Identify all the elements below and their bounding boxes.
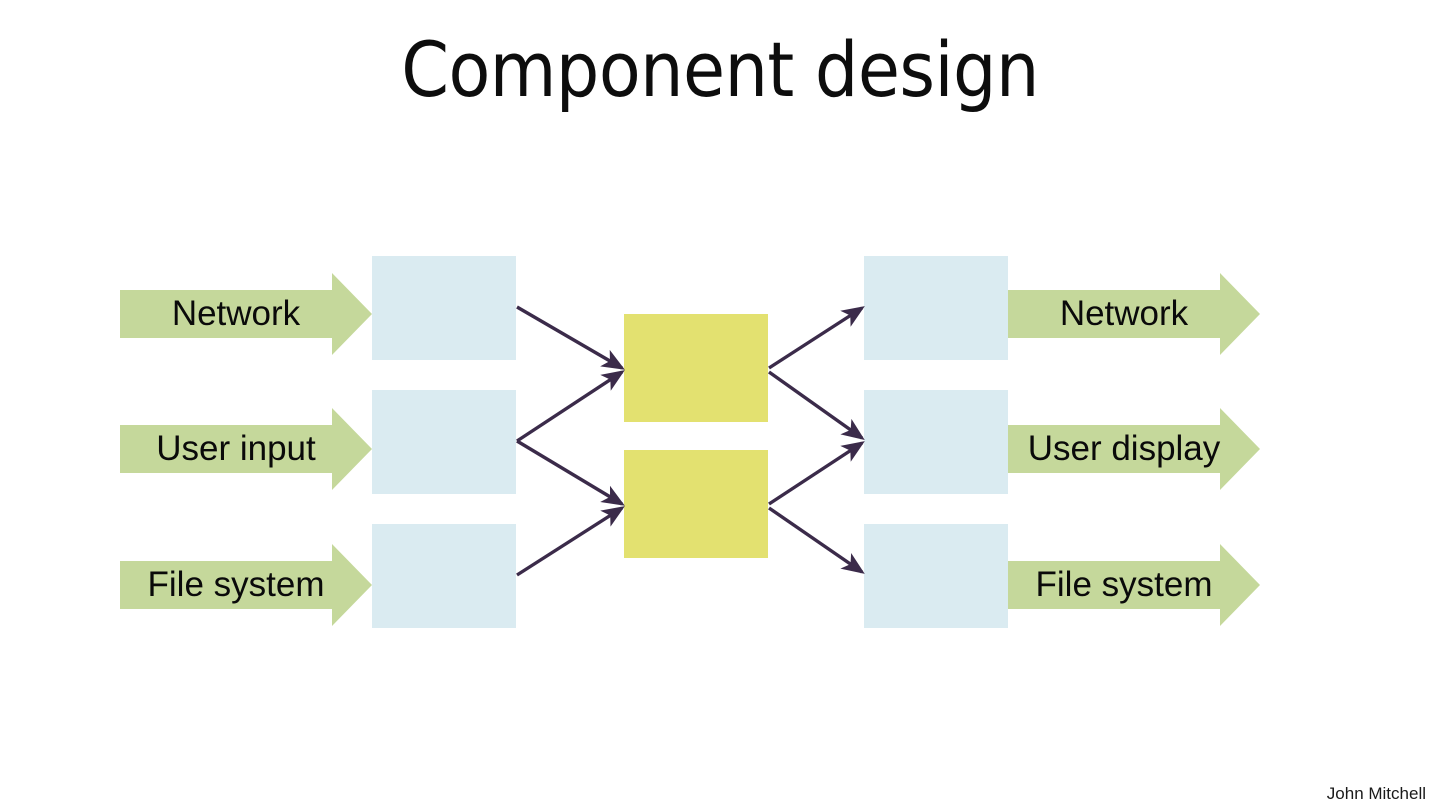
input-component-box-3[interactable] [372, 524, 516, 628]
input-arrow-user-input [120, 408, 372, 490]
output-arrow-label-file-system: File system [1035, 565, 1213, 604]
connector-core1-to-out1 [768, 306, 865, 370]
output-arrow-label-user-display: User display [1027, 429, 1221, 468]
connector-in1-to-core1 [516, 305, 625, 370]
page-title: Component design [401, 25, 1039, 114]
output-arrow-user-display [1008, 408, 1260, 490]
input-arrow-label-network: Network [171, 294, 301, 333]
input-arrow-file-system-shape [120, 544, 372, 626]
input-arrow-network [120, 273, 372, 355]
output-arrow-label-network: Network [1059, 294, 1189, 333]
input-arrow-label-user-input: User input [156, 429, 316, 468]
connector-core2-to-out2 [768, 441, 865, 506]
output-arrow-user-display-shape [1008, 408, 1260, 490]
connector-in2-to-core2 [516, 439, 625, 506]
output-arrow-file-system-shape [1008, 544, 1260, 626]
input-component-box-2[interactable] [372, 390, 516, 494]
output-component-box-2[interactable] [864, 390, 1008, 494]
input-component-box-1[interactable] [372, 256, 516, 360]
output-component-box-3[interactable] [864, 524, 1008, 628]
input-arrow-user-input-shape [120, 408, 372, 490]
output-arrow-network [1008, 273, 1260, 355]
output-arrow-file-system [1008, 544, 1260, 626]
connector-core2-to-out3 [768, 506, 865, 574]
core-component-box-2[interactable] [624, 450, 768, 558]
output-component-box-1[interactable] [864, 256, 1008, 360]
input-arrow-label-file-system: File system [147, 565, 325, 604]
input-arrow-file-system [120, 544, 372, 626]
connector-core1-to-out2 [768, 370, 865, 440]
connector-in2-to-core1 [516, 370, 625, 443]
attribution-text: John Mitchell [1326, 784, 1426, 803]
core-component-box-1[interactable] [624, 314, 768, 422]
output-arrow-network-shape [1008, 273, 1260, 355]
connector-in3-to-core2 [516, 506, 625, 577]
input-arrow-network-shape [120, 273, 372, 355]
